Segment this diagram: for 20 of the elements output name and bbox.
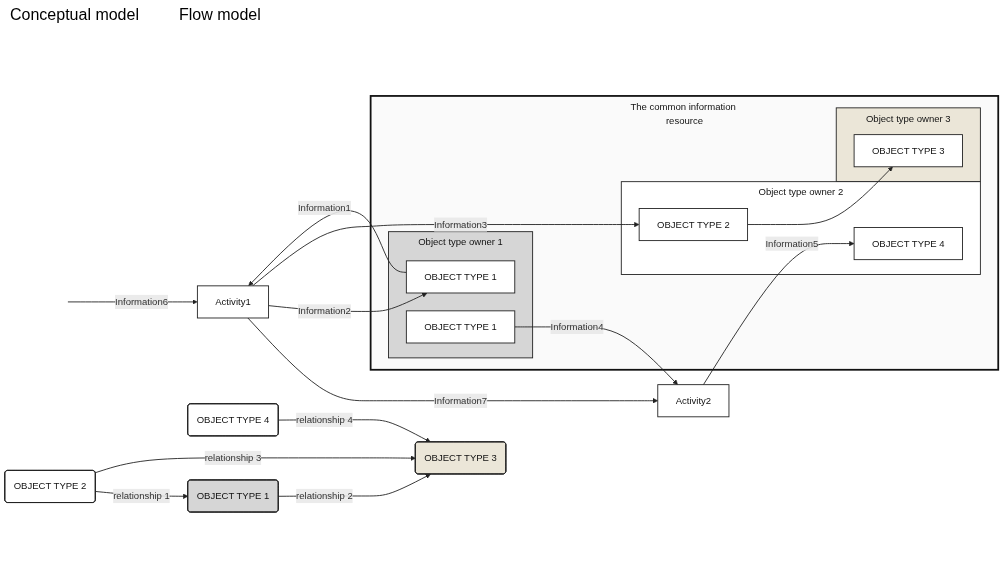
edge-label: Information7 [434, 395, 488, 406]
section-heading: Conceptual model [10, 6, 139, 24]
edge-label: Information3 [434, 219, 488, 230]
edge-label: Information6 [115, 296, 168, 307]
edge-label: Information4 [550, 321, 604, 332]
section-heading: Flow model [178, 6, 261, 24]
node-box: Activity2 [657, 384, 730, 418]
edge-label: relationship 2 [296, 490, 353, 501]
node-box: OBJECT TYPE 2 [638, 208, 749, 242]
edge-label: Information1 [297, 202, 351, 213]
node-box: OBJECT TYPE 1 [405, 260, 516, 294]
node-box: OBJECT TYPE 3 [853, 134, 963, 168]
edge-label: Information2 [297, 306, 351, 317]
node-box: OBJECT TYPE 4 [853, 227, 963, 261]
edge-label: relationship 4 [296, 414, 353, 425]
edge-label: relationship 1 [113, 490, 170, 501]
node-box: Activity1 [196, 285, 269, 319]
node-box: OBJECT TYPE 1 [405, 310, 516, 344]
edge-label: Information5 [765, 238, 819, 249]
edge-label: relationship 3 [204, 452, 262, 463]
